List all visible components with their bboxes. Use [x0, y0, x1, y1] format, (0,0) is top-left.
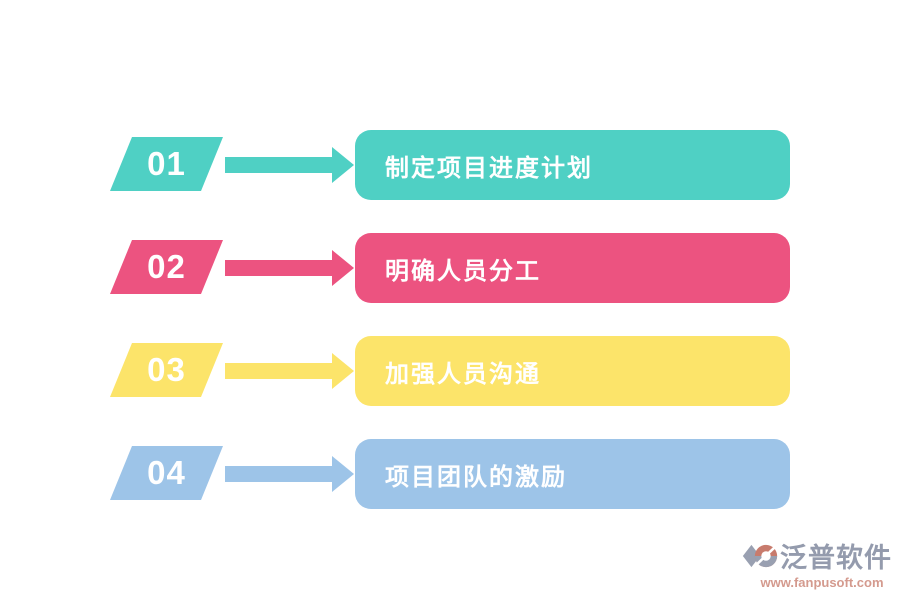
step-number: 02 — [147, 248, 186, 285]
step-label-bar: 制定项目进度计划 — [355, 130, 790, 200]
step-row-1: 01 制定项目进度计划 — [110, 130, 800, 200]
brand-watermark: 泛普软件 www.fanpusoft.com — [742, 536, 892, 590]
step-label-bar: 明确人员分工 — [355, 233, 790, 303]
step-label: 项目团队的激励 — [385, 463, 567, 491]
step-number: 01 — [147, 145, 186, 182]
brand-url: www.fanpusoft.com — [760, 575, 884, 590]
step-label-bar: 加强人员沟通 — [355, 336, 790, 406]
step-label-bar: 项目团队的激励 — [355, 439, 790, 509]
step-number-badge: 02 — [110, 240, 223, 294]
fanpu-logo-icon — [742, 540, 778, 572]
step-number: 03 — [147, 351, 186, 388]
step-number-badge: 01 — [110, 137, 223, 191]
arrow-right-icon — [225, 439, 354, 509]
step-label: 制定项目进度计划 — [385, 154, 593, 182]
step-row-2: 02 明确人员分工 — [110, 233, 800, 303]
step-row-4: 04 项目团队的激励 — [110, 439, 800, 509]
step-number-badge: 04 — [110, 446, 223, 500]
step-number: 04 — [147, 454, 186, 491]
step-label: 加强人员沟通 — [385, 360, 541, 388]
arrow-right-icon — [225, 336, 354, 406]
step-row-3: 03 加强人员沟通 — [110, 336, 800, 406]
arrow-right-icon — [225, 233, 354, 303]
arrow-right-icon — [225, 130, 354, 200]
step-number-badge: 03 — [110, 343, 223, 397]
brand-name: 泛普软件 — [780, 543, 892, 573]
step-label: 明确人员分工 — [385, 257, 541, 285]
